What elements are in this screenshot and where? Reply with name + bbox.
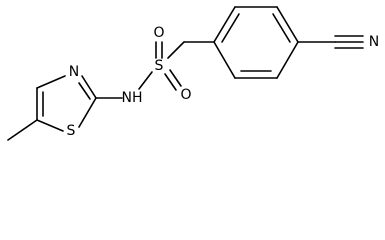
- atom-oxygen-bottom: O: [180, 87, 191, 103]
- atom-sulfonyl-sulfur: S: [155, 58, 164, 74]
- bond-c2-s1: [78, 97, 97, 128]
- atom-nitrile-nitrogen: N: [369, 34, 379, 50]
- bond-b3-b4: [276, 6, 299, 43]
- bond-b6-b1: [213, 41, 236, 79]
- atom-ring-sulfur: S: [67, 123, 76, 139]
- bond-b1-b2-inner: [221, 13, 240, 43]
- thiazole-ring: [36, 75, 97, 132]
- molecule-diagram: S O O NH N S N: [7, 6, 379, 141]
- atom-oxygen-top: O: [153, 25, 164, 41]
- bond-b4-b5: [276, 41, 299, 79]
- bond-s-o-bottom-2: [169, 69, 182, 87]
- bond-nh-s: [138, 71, 153, 90]
- atom-ring-nitrogen: N: [69, 64, 79, 80]
- bond-s1-c5: [36, 119, 64, 132]
- bond-s-ch2: [167, 41, 185, 59]
- bond-n3-c2: [81, 75, 97, 99]
- bond-c4-n3: [36, 75, 66, 89]
- bond-b1-b2: [213, 6, 236, 43]
- bond-methyl: [7, 119, 38, 141]
- benzene-ring: [213, 6, 299, 79]
- atom-amide-nh: NH: [122, 90, 143, 106]
- bond-n3-c2-inner: [78, 82, 91, 100]
- bond-s-o-bottom-1: [164, 73, 177, 91]
- bond-b3-b4-inner: [272, 13, 291, 43]
